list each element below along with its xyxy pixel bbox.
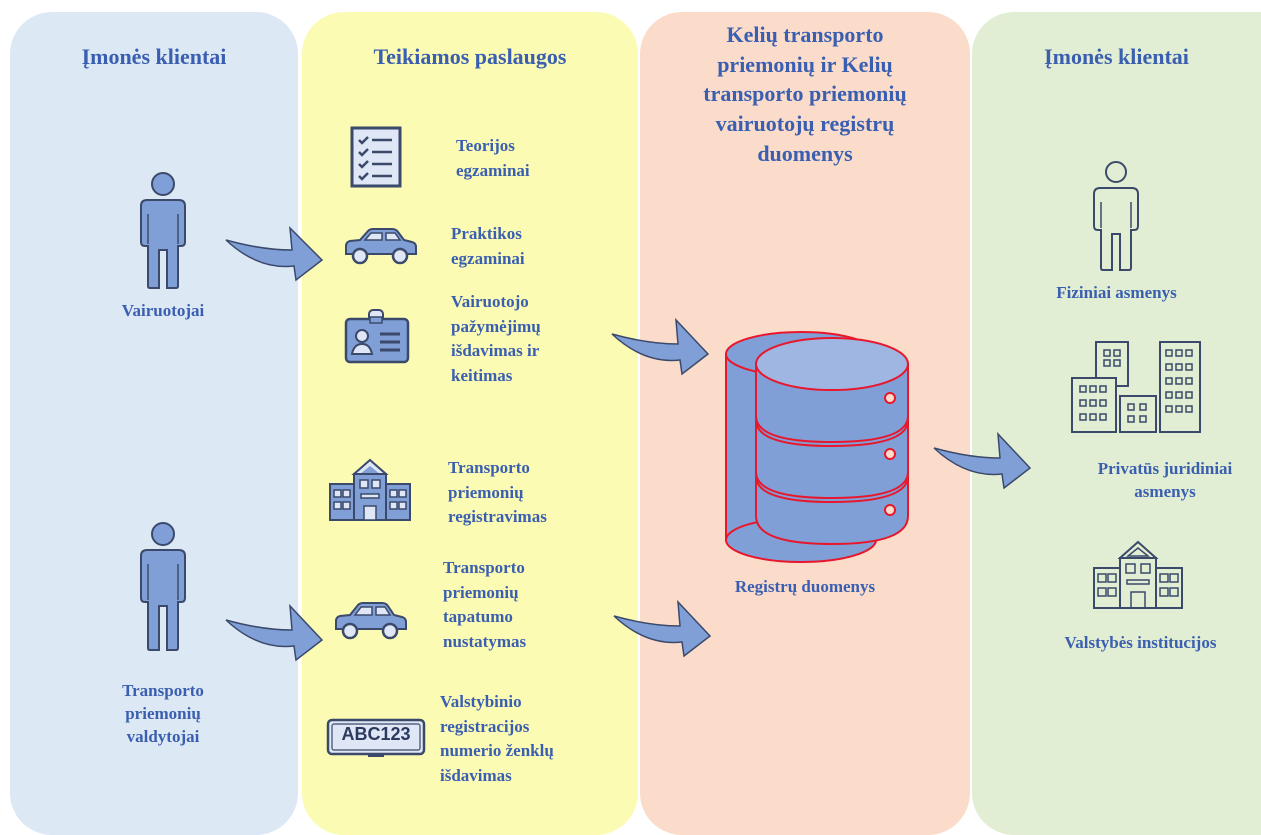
service-vehicle-identification: Transporto priemonių tapatumo nustatymas (443, 558, 527, 651)
checklist-icon (350, 126, 402, 188)
header-services: Teikiamos paslaugos (373, 44, 567, 69)
vehicle-manager-person-icon (125, 520, 201, 652)
service-plate-issuance: Valstybinio registracijos numerio ženklų… (440, 692, 554, 785)
private-entities-label: Privatūs juridiniai asmenys (1097, 459, 1233, 501)
arrow-services-to-registers-bottom (610, 596, 714, 660)
header-clients-left: Įmonės klientai (81, 44, 227, 69)
arrow-registers-to-clients (930, 428, 1034, 492)
state-building-icon (1092, 540, 1184, 610)
license-plate-icon (326, 718, 426, 760)
id-badge-icon (344, 308, 410, 364)
arrow-drivers-to-services (222, 222, 326, 282)
service-license-issuance: Vairuotojo pažymėjimų išdavimas ir keiti… (451, 292, 541, 385)
drivers-label: Vairuotojai (121, 301, 205, 320)
header-registers: Kelių transporto priemonių ir Kelių tran… (703, 22, 907, 166)
header-clients-right: Įmonės klientai (1044, 44, 1189, 69)
registers-data-label: Registrų duomenys (734, 577, 876, 596)
license-plate-text: ABC123 (341, 724, 411, 744)
column-clients-left (10, 12, 298, 835)
database-icon (720, 326, 920, 566)
building-icon (328, 458, 412, 522)
service-theory-exams: Teorijos egzaminai (456, 136, 530, 180)
office-buildings-icon (1066, 338, 1206, 434)
car-icon (340, 226, 420, 266)
individuals-label: Fiziniai asmenys (1056, 283, 1177, 302)
service-practical-exams: Praktikos egzaminai (451, 224, 525, 268)
car-icon-2 (330, 600, 410, 642)
state-institutions-label: Valstybės institucijos (1064, 633, 1217, 652)
individual-person-icon (1078, 160, 1154, 272)
service-vehicle-registration: Transporto priemonių registravimas (448, 458, 547, 527)
vehicle-managers-label: Transporto priemonių valdytojai (122, 681, 204, 746)
arrow-managers-to-services (222, 600, 326, 664)
arrow-services-to-registers-top (608, 314, 712, 378)
driver-person-icon (125, 170, 201, 290)
